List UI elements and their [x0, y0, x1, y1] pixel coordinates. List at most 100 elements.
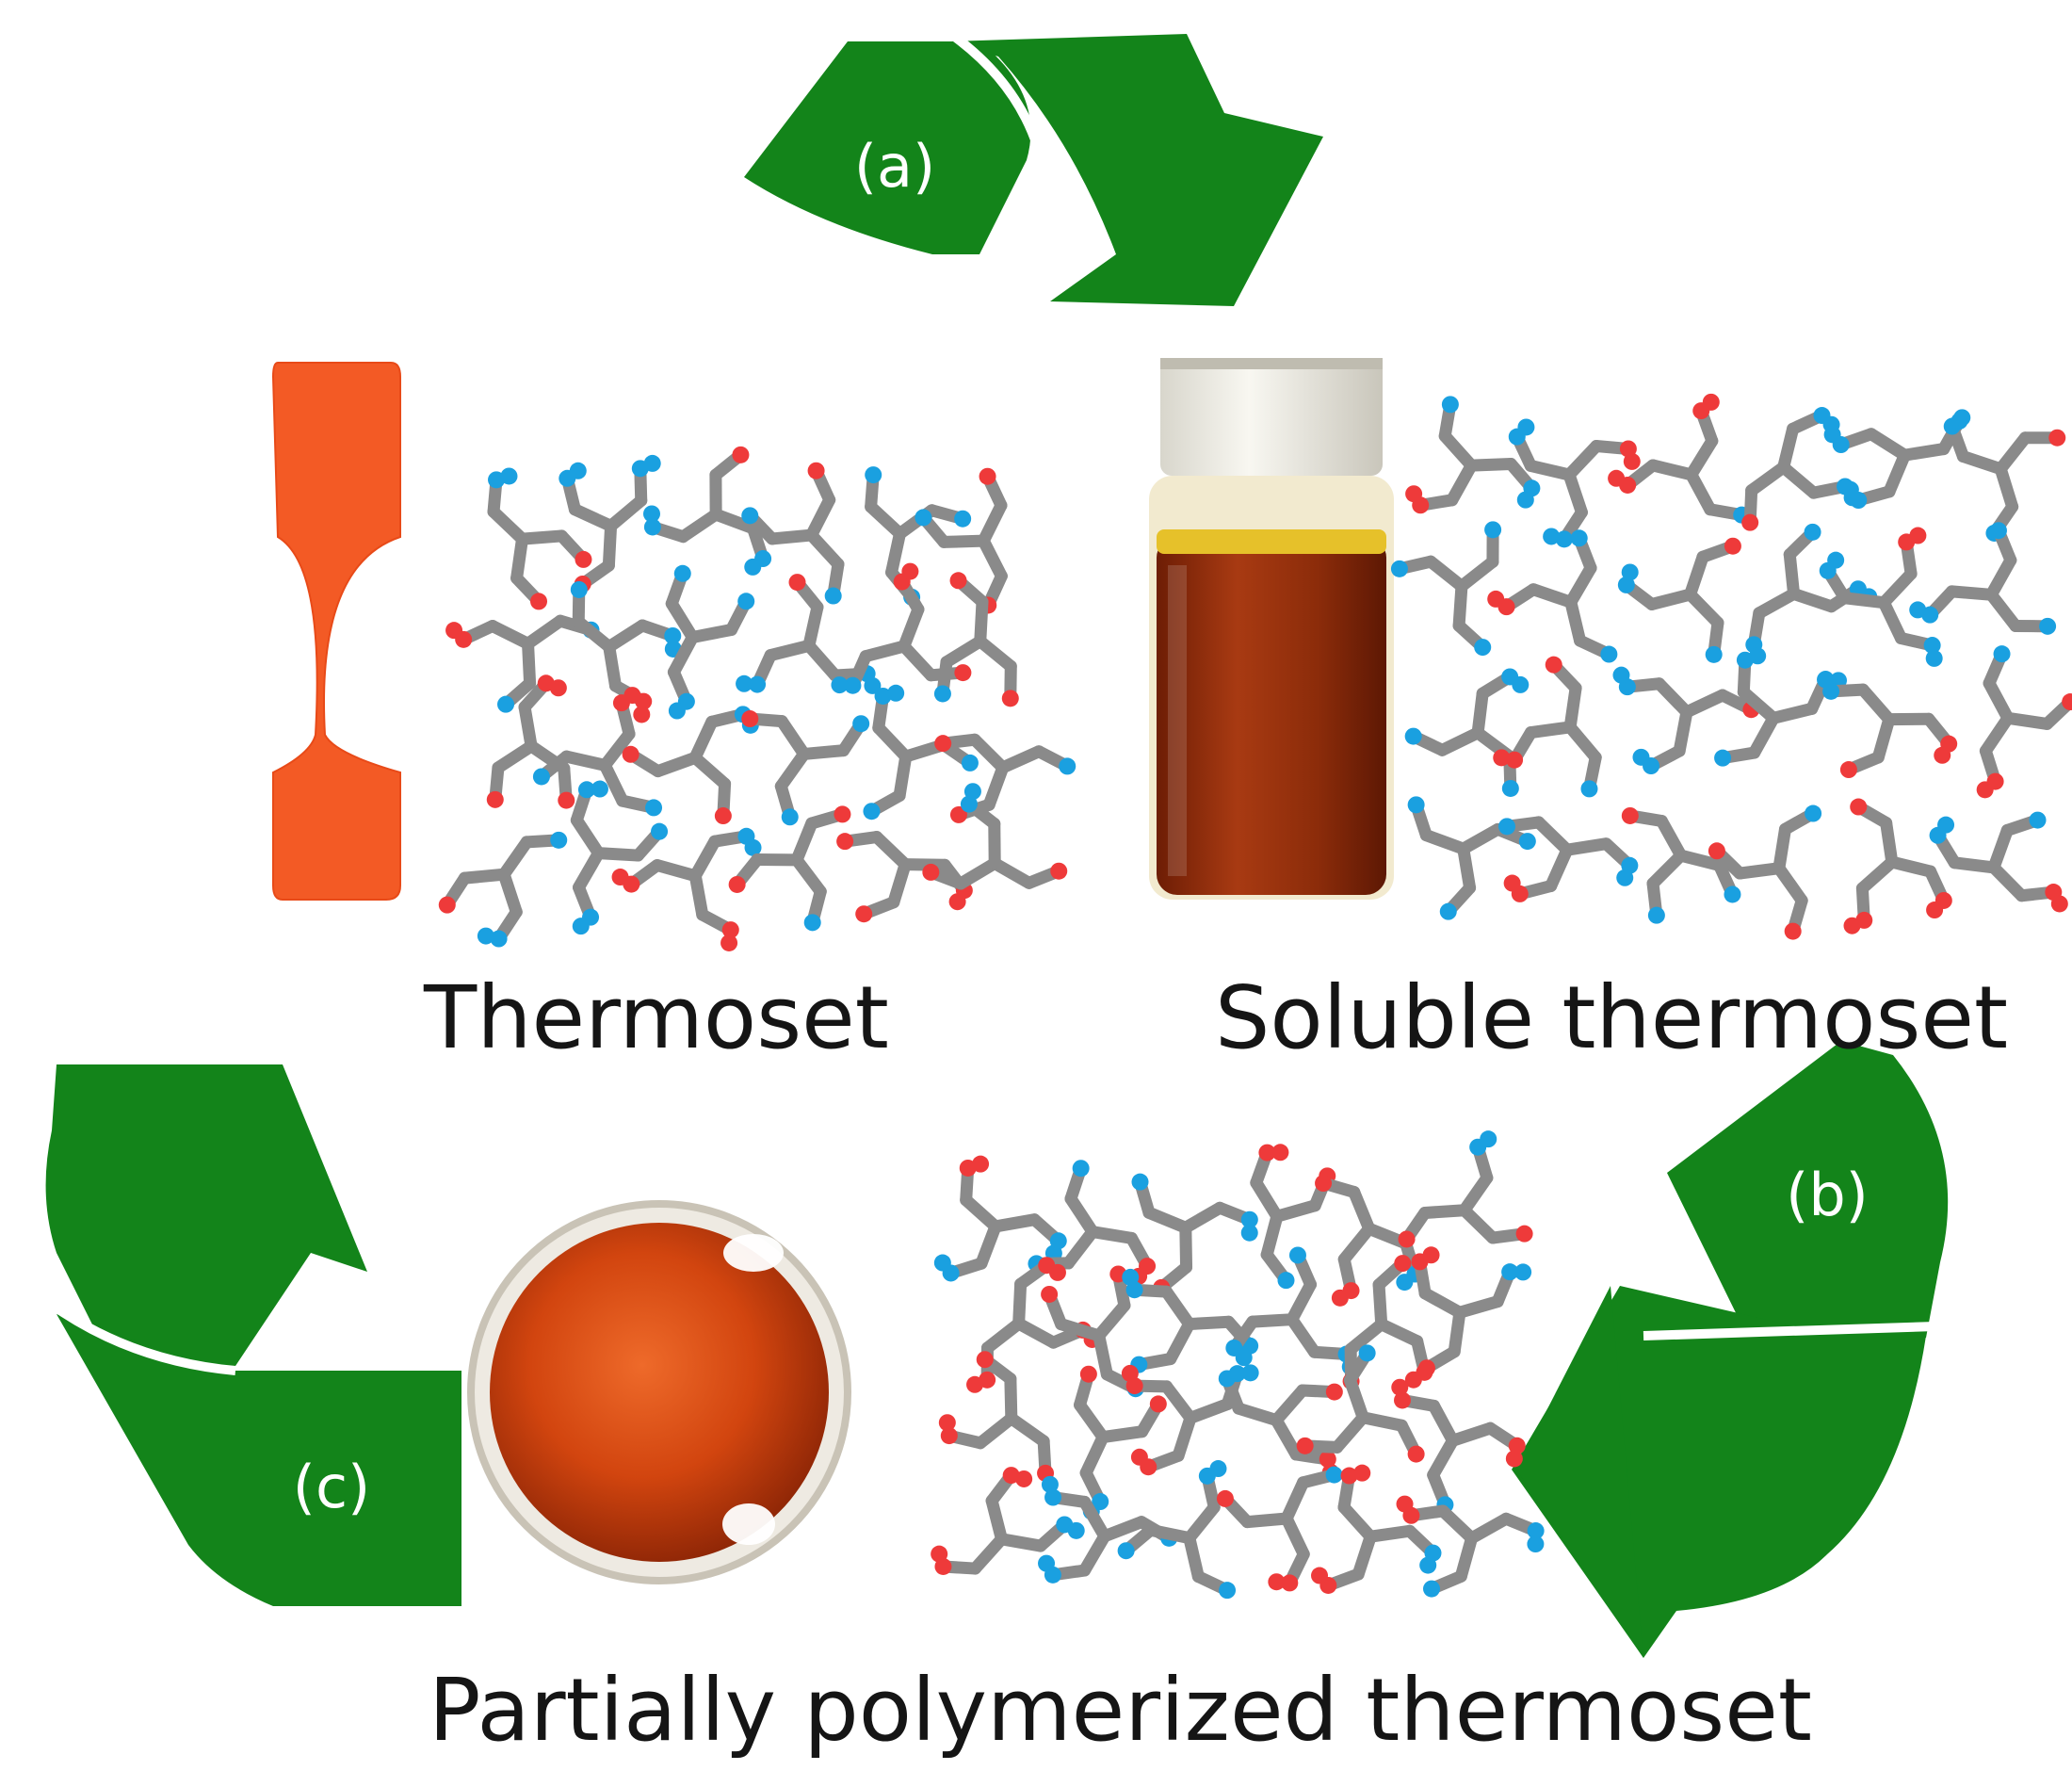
nitrogen-atom	[1325, 1466, 1343, 1484]
nitrogen-atom	[1647, 906, 1665, 924]
bond	[798, 744, 850, 760]
nitrogen-atom	[1241, 1364, 1259, 1382]
oxygen-atom	[1391, 1378, 1409, 1396]
oxygen-atom	[949, 572, 967, 590]
oxygen-atom	[1331, 1289, 1349, 1307]
oxygen-atom	[622, 745, 639, 763]
bond	[686, 623, 738, 644]
bond	[977, 499, 1008, 547]
nitrogen-atom	[2039, 617, 2057, 635]
oxygen-atom	[1319, 1451, 1336, 1469]
bond	[989, 1213, 1041, 1233]
bond	[766, 528, 818, 545]
oxygen-atom	[1394, 1255, 1412, 1273]
oxygen-atom	[728, 875, 746, 893]
bond	[1855, 855, 1899, 895]
nitrogen-atom	[736, 674, 753, 692]
bond	[1172, 1411, 1197, 1462]
bond	[1286, 1313, 1321, 1358]
nitrogen-atom	[1724, 885, 1741, 903]
nitrogen-atom	[673, 564, 691, 582]
oxygen-atom	[1048, 1263, 1066, 1281]
oxygen-atom	[1271, 1144, 1289, 1162]
nitrogen-atom	[1240, 1224, 1258, 1242]
bond	[1465, 1512, 1513, 1545]
oxygen-atom	[922, 863, 940, 881]
oxygen-atom	[1702, 393, 1720, 411]
oxygen-atom	[721, 921, 739, 939]
oxygen-atom	[633, 706, 651, 723]
oxygen-atom	[1422, 1246, 1440, 1264]
nitrogen-atom	[1543, 528, 1561, 545]
oxygen-atom	[1784, 922, 1802, 940]
nitrogen-atom	[1396, 1274, 1414, 1292]
bond	[1427, 1399, 1459, 1447]
nitrogen-atom	[1714, 749, 1732, 767]
bond	[1280, 1512, 1310, 1561]
bond	[1337, 1501, 1377, 1543]
bond	[887, 858, 912, 909]
vial-image	[1149, 358, 1394, 900]
bond	[1898, 443, 1951, 462]
bond	[1783, 548, 1801, 600]
bond	[1883, 448, 1911, 498]
nitrogen-atom	[1484, 521, 1502, 539]
bond	[1733, 862, 1786, 880]
bond	[1956, 450, 2007, 476]
bond	[1646, 849, 1688, 890]
dogbone-specimen	[271, 362, 401, 901]
oxygen-atom	[1258, 1144, 1276, 1162]
bond	[1232, 1402, 1283, 1427]
bond	[1419, 829, 1470, 855]
bond	[764, 639, 816, 662]
oxygen-atom	[575, 550, 592, 568]
bond	[1446, 1421, 1497, 1447]
nitrogen-atom	[1993, 645, 2011, 663]
oxygen-atom	[949, 805, 967, 823]
oxygen-atom	[732, 446, 750, 463]
bond	[1164, 1318, 1196, 1366]
oxygen-atom	[1926, 902, 1944, 919]
bond	[709, 508, 760, 535]
bond	[1055, 1318, 1106, 1342]
nitrogen-atom	[1117, 1542, 1135, 1560]
bond	[974, 1412, 1018, 1450]
nitrogen-atom	[1288, 1246, 1306, 1264]
oxygen-atom	[1015, 1470, 1033, 1487]
nitrogen-atom	[1474, 639, 1492, 657]
nitrogen-atom	[1059, 757, 1076, 775]
bond	[1984, 554, 2017, 601]
oxygen-atom	[2050, 895, 2068, 913]
oxygen-atom	[954, 664, 972, 682]
oxygen-atom	[2048, 429, 2066, 447]
bond	[1331, 1411, 1369, 1454]
nitrogen-atom	[591, 780, 608, 798]
bond	[605, 494, 648, 532]
bond	[1856, 683, 1896, 726]
bond	[1005, 1412, 1050, 1448]
oxygen-atom	[1340, 1467, 1358, 1485]
bond	[960, 1194, 1002, 1233]
bond	[985, 1494, 1008, 1546]
nitrogen-atom	[1038, 1554, 1056, 1572]
bond	[974, 635, 1017, 673]
bond	[790, 853, 827, 898]
bond	[487, 505, 528, 545]
oxygen-atom	[1545, 656, 1562, 674]
oxygen-atom	[438, 896, 456, 914]
bond	[1352, 1530, 1377, 1581]
bond	[1979, 711, 2015, 757]
nitrogen-atom	[874, 687, 892, 705]
nitrogen-atom	[744, 838, 762, 856]
nitrogen-atom	[1439, 902, 1457, 920]
bond	[1655, 814, 1688, 862]
nitrogen-atom	[1527, 1535, 1545, 1553]
oxygen-atom	[1149, 1395, 1167, 1413]
oxygen-atom	[972, 1155, 990, 1173]
nitrogen-atom	[1823, 426, 1841, 444]
oxygen-atom	[1508, 1437, 1526, 1454]
bond	[1562, 440, 1603, 481]
nitrogen-atom	[749, 675, 767, 693]
bond	[1457, 842, 1477, 894]
